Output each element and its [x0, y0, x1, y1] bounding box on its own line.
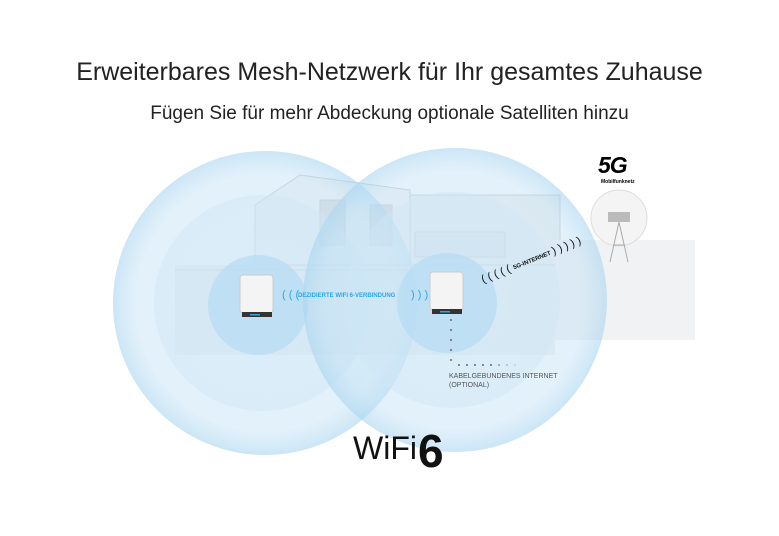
wired-connection-dots	[450, 319, 516, 366]
mesh-wave-left: ( ( (	[282, 289, 299, 301]
router-main-icon	[429, 271, 464, 314]
wired-label-line2: (OPTIONAL)	[449, 382, 490, 389]
mesh-wave-right: ) ) )	[411, 289, 428, 301]
wifi6-logo-text: WiFi	[353, 430, 417, 466]
wired-label-line1: KABELGEBUNDENES INTERNET	[449, 373, 558, 380]
wired-label: KABELGEBUNDENES INTERNET (OPTIONAL)	[449, 372, 558, 390]
5g-badge-subtitle: Mobilfunknetz	[601, 179, 635, 185]
router-satellite-icon	[239, 274, 274, 317]
cell-tower-icon	[590, 189, 648, 263]
5g-badge: 5G	[598, 152, 628, 178]
mesh-link-label: DEZIDIERTE WIFI 6-VERBINDUNG	[298, 293, 396, 299]
page-title: Erweiterbares Mesh-Netzwerk für Ihr gesa…	[76, 58, 703, 86]
wifi6-logo-number: 6	[418, 425, 444, 477]
page-subtitle: Fügen Sie für mehr Abdeckung optionale S…	[150, 103, 629, 124]
